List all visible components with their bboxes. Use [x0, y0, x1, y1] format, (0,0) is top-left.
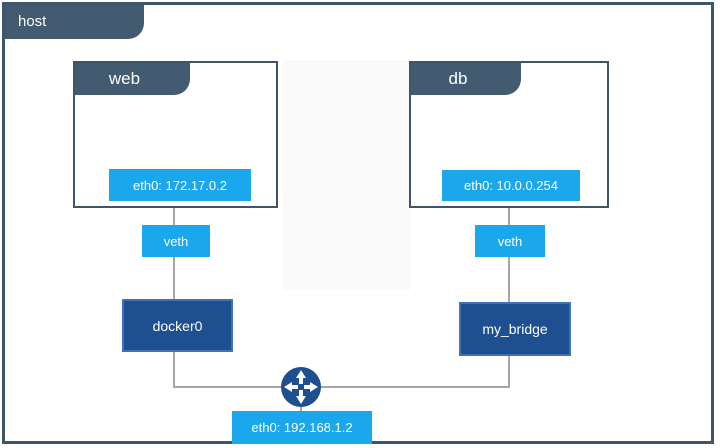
- chip-web-eth0-label: eth0: 172.17.0.2: [133, 177, 227, 193]
- router-icon-svg: [281, 367, 321, 407]
- connector-docker0-to-bus: [173, 350, 175, 387]
- chip-db-eth0[interactable]: eth0: 10.0.0.254: [442, 170, 580, 201]
- bridge-my-bridge[interactable]: my_bridge: [459, 302, 571, 356]
- router-icon[interactable]: [279, 365, 323, 409]
- container-web-label: web: [108, 69, 141, 88]
- host-namespace-frame: web eth0: 172.17.0.2 db eth0: 10.0.0.254…: [2, 2, 714, 444]
- chip-db-eth0-label: eth0: 10.0.0.254: [464, 178, 558, 193]
- connector-web-eth0-to-veth: [173, 199, 175, 227]
- connector-my-bridge-to-bus: [508, 354, 510, 387]
- bridge-my-bridge-label: my_bridge: [482, 321, 548, 337]
- bridge-docker0[interactable]: docker0: [122, 299, 233, 352]
- connector-bus-horizontal: [173, 386, 510, 388]
- chip-veth-right-label: veth: [497, 233, 523, 249]
- chip-host-eth0[interactable]: eth0: 192.168.1.2: [232, 411, 372, 444]
- connector-veth-to-docker0: [173, 255, 175, 301]
- chip-veth-left-label: veth: [163, 233, 189, 249]
- connector-veth-to-my-bridge: [508, 255, 510, 303]
- connector-db-eth0-to-veth: [508, 199, 510, 227]
- bridge-docker0-label: docker0: [152, 317, 203, 334]
- container-db-title-tab: db: [411, 63, 521, 95]
- host-title-tab: host: [5, 5, 144, 39]
- chip-veth-right[interactable]: veth: [475, 225, 545, 257]
- background-panel: [283, 60, 411, 290]
- chip-web-eth0[interactable]: eth0: 172.17.0.2: [109, 169, 251, 201]
- host-title-label: host: [18, 13, 47, 30]
- container-web-title-tab: web: [75, 63, 190, 95]
- chip-host-eth0-label: eth0: 192.168.1.2: [251, 420, 353, 435]
- container-db-label: db: [448, 69, 468, 88]
- chip-veth-left[interactable]: veth: [142, 225, 210, 257]
